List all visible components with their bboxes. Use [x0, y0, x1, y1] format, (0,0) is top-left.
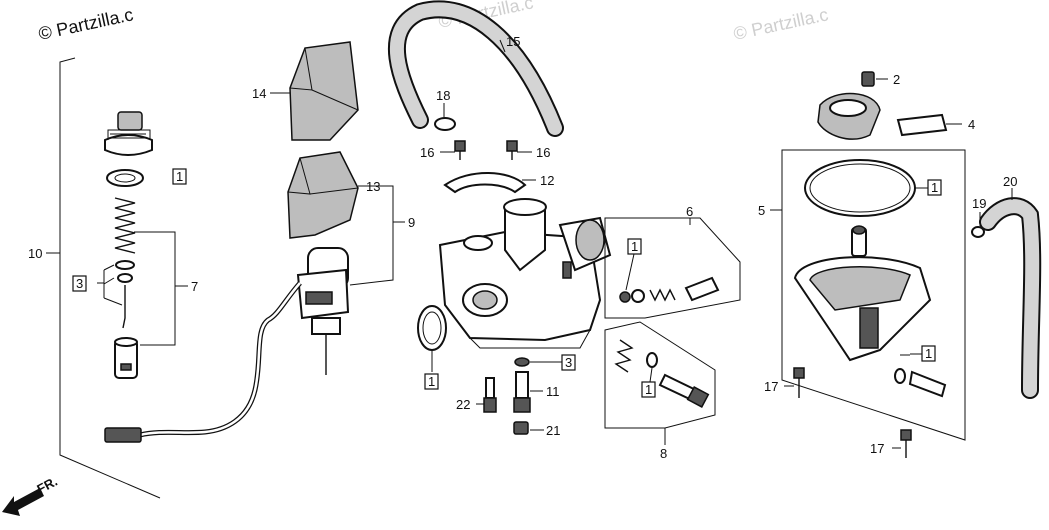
part-3-washer — [514, 357, 530, 367]
callout-17-upper: 17 — [764, 379, 778, 394]
svg-text:1: 1 — [176, 169, 183, 184]
callout-19: 19 — [972, 196, 986, 211]
callout-9: 9 — [408, 215, 415, 230]
callout-1-gasket: 1 — [927, 179, 942, 196]
bracket-6-box — [604, 217, 741, 319]
throttle-spring — [114, 197, 136, 254]
svg-text:3: 3 — [76, 276, 83, 291]
bracket-8-box — [604, 321, 716, 429]
callout-3-left: 3 — [72, 275, 87, 292]
callout-21: 21 — [546, 423, 560, 438]
callout-10: 10 — [28, 246, 42, 261]
watermark-faint-right: © Partzilla.c — [732, 4, 830, 44]
svg-text:1: 1 — [428, 374, 435, 389]
retainer-plate-12 — [443, 172, 527, 194]
callout-17-lower: 17 — [870, 441, 884, 456]
carb-top-cap — [104, 111, 153, 156]
callout-5: 5 — [758, 203, 765, 218]
callout-13: 13 — [366, 179, 380, 194]
callout-1-cap: 1 — [172, 168, 187, 185]
callout-20: 20 — [1003, 174, 1017, 189]
bolt-16-right — [506, 140, 518, 160]
callout-16-right: 16 — [536, 145, 550, 160]
o-ring-left-body — [417, 305, 447, 351]
callout-3-center: 3 — [561, 354, 576, 371]
svg-text:1: 1 — [925, 346, 932, 361]
callout-8: 8 — [660, 446, 667, 461]
bracket-9-line — [349, 185, 394, 286]
callout-14: 14 — [252, 86, 266, 101]
svg-text:1: 1 — [931, 180, 938, 195]
callout-1-group8: 1 — [641, 381, 656, 398]
svg-text:3: 3 — [565, 355, 572, 370]
hose-clamp-18 — [434, 117, 456, 131]
link-arm-4 — [817, 92, 948, 140]
hose-clip-19 — [971, 226, 985, 238]
main-jet-11 — [513, 371, 531, 413]
carburetor-body — [438, 198, 612, 349]
callout-6: 6 — [686, 204, 693, 219]
callout-4: 4 — [968, 117, 975, 132]
callout-1-oring: 1 — [424, 373, 439, 390]
wire-connector — [104, 427, 142, 443]
front-arrow-icon — [2, 488, 44, 516]
chamber-cover-14 — [289, 41, 359, 141]
drain-screw-21 — [513, 421, 529, 435]
bolt-17-upper — [793, 367, 805, 398]
callout-1-drain: 1 — [921, 345, 936, 362]
callout-12: 12 — [540, 173, 554, 188]
callout-15: 15 — [506, 34, 520, 49]
float-chamber — [793, 225, 932, 362]
svg-text:1: 1 — [645, 382, 652, 397]
jet-needle — [122, 285, 126, 329]
auto-choke-unit — [296, 247, 350, 375]
callout-22: 22 — [456, 397, 470, 412]
jet-22 — [483, 377, 497, 413]
bracket-7-line — [134, 231, 176, 346]
callout-18: 18 — [436, 88, 450, 103]
throttle-valve — [114, 337, 138, 379]
callout-1-group6: 1 — [627, 238, 642, 255]
bolt-17-lower — [900, 429, 912, 458]
watermark-main: © Partzilla.c — [37, 4, 135, 44]
callout-11: 11 — [546, 384, 560, 399]
svg-text:1: 1 — [631, 239, 638, 254]
callout-7: 7 — [191, 279, 198, 294]
screw-2 — [861, 71, 875, 87]
bracket-10-line — [59, 57, 161, 499]
callout-16-left: 16 — [420, 145, 434, 160]
bolt-16-left — [454, 140, 466, 160]
float-chamber-gasket — [804, 159, 916, 217]
bracket-5-box — [781, 149, 966, 441]
top-seal-ring — [106, 169, 144, 187]
choke-wire — [139, 281, 302, 438]
callout-2: 2 — [893, 72, 900, 87]
chamber-cover-13 — [287, 151, 359, 239]
